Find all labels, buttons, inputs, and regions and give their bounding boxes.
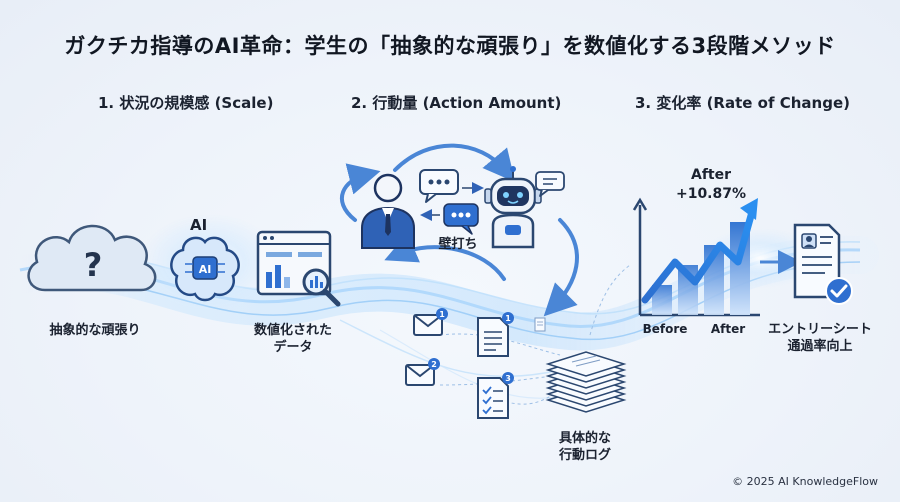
abstract-effort-label: 抽象的な頑張り	[49, 323, 141, 338]
axis-label-after: After	[710, 322, 746, 336]
entry-sheet-label-line1: エントリーシート	[768, 322, 872, 337]
small-doc-icon	[534, 317, 546, 332]
entry-sheet-label-line2: 通過率向上	[787, 339, 853, 354]
after-callout-value: +10.87%	[675, 186, 747, 202]
concrete-log-label-line2: 行動ログ	[558, 448, 611, 463]
concrete-log-label: 具体的な 行動ログ	[540, 430, 630, 464]
dashboard-magnifier-icon	[256, 230, 341, 307]
step-badges: 1 2 1 3	[428, 308, 514, 384]
step-3-heading: 3. 変化率 (Rate of Change)	[635, 94, 850, 112]
mail-icon	[405, 314, 443, 386]
after-callout-title: After	[690, 167, 732, 183]
robot-icon	[484, 166, 542, 249]
svg-text:?: ?	[84, 246, 103, 284]
ai-label: AI	[190, 216, 208, 234]
entry-sheet-label: エントリーシート 通過率向上	[755, 321, 885, 355]
copyright-footer: © 2025 AI KnowledgeFlow	[732, 475, 878, 488]
svg-text:AI: AI	[199, 263, 212, 276]
svg-text:1: 1	[505, 314, 511, 323]
sparring-label: 壁打ち	[438, 237, 478, 252]
resume-check-icon	[793, 223, 853, 305]
question-cloud-icon: ?	[27, 224, 157, 292]
growth-chart-icon	[632, 197, 802, 317]
axis-label-before: Before	[642, 322, 688, 336]
step-1-heading: 1. 状況の規模感 (Scale)	[98, 94, 274, 112]
concrete-log-label-line1: 具体的な	[558, 431, 611, 446]
checklist-icon	[477, 377, 509, 419]
quantified-data-label: 数値化された データ	[238, 322, 348, 356]
svg-text:2: 2	[431, 360, 437, 369]
document-stack-icon	[545, 351, 627, 413]
quantified-data-label-line1: 数値化された	[253, 323, 332, 338]
chat-bubble-icon	[419, 169, 565, 235]
svg-text:1: 1	[439, 310, 445, 319]
quantified-data-label-line2: データ	[273, 340, 313, 355]
ai-brain-icon: AI	[170, 236, 240, 302]
page-title: ガクチカ指導のAI革命：学生の「抽象的な頑張り」を数値化する3段階メソッド	[64, 34, 836, 58]
step-2-heading: 2. 行動量 (Action Amount)	[351, 94, 562, 112]
document-icon	[477, 317, 509, 357]
svg-text:3: 3	[505, 374, 511, 383]
person-icon	[361, 173, 415, 249]
after-callout: After +10.87%	[656, 166, 766, 204]
sparring-cycle-arrows	[340, 143, 579, 317]
